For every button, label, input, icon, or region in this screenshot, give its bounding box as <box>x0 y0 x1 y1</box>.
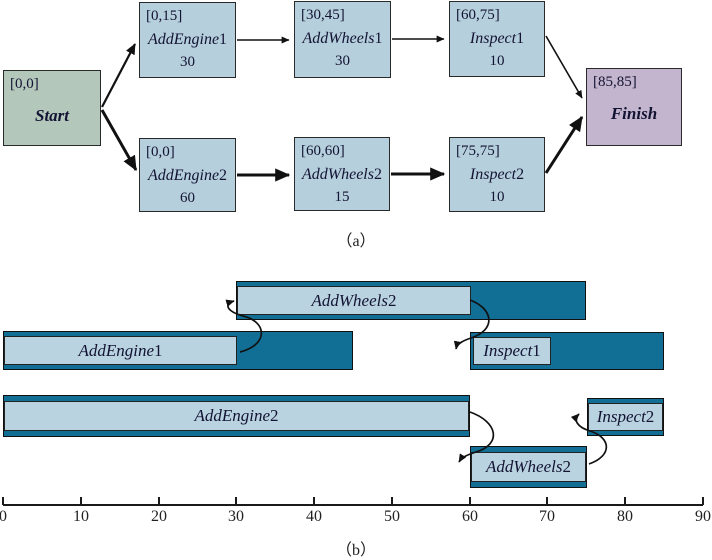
gantt-bar-label: AddEngine1 <box>78 340 163 360</box>
gantt-exec-bar: Inspect1 <box>473 337 551 365</box>
edge-inspect2-finish <box>544 115 584 174</box>
task-name: Finish <box>610 104 658 123</box>
gantt-exec-bar: Inspect2 <box>588 403 663 431</box>
caption-b: （b） <box>335 542 376 559</box>
axis-tick-label: 90 <box>695 508 711 525</box>
axis-tick-label: 50 <box>384 508 400 525</box>
gantt-window-bar-inspect2: Inspect2 <box>587 398 664 436</box>
gantt-exec-bar: AddEngine1 <box>4 336 237 365</box>
axis-tick-label: 20 <box>151 508 167 525</box>
axis-tick-label: 70 <box>539 508 555 525</box>
time-window-label: [60,75] <box>456 7 500 23</box>
time-window-label: [0,0] <box>10 76 39 92</box>
axis-tick <box>624 497 626 505</box>
gantt-bar-label: AddWheels2 <box>311 290 397 310</box>
task-node-start: [0,0] Start <box>3 70 101 146</box>
gantt-bar-label: AddEngine2 <box>194 406 279 425</box>
gantt-window-bar-inspect1: Inspect1 <box>470 332 664 370</box>
axis-tick <box>469 497 471 505</box>
task-duration: 30 <box>335 53 350 69</box>
time-window-label: [75,75] <box>456 143 500 159</box>
time-window-label: [0,15] <box>146 8 183 24</box>
axis-tick-label: 60 <box>462 508 478 525</box>
axis-tick <box>391 497 393 505</box>
task-node-addengine2: [0,0] AddEngine2 60 <box>139 138 236 212</box>
gantt-exec-bar: AddWheels2 <box>471 452 586 482</box>
gantt-bar-label: Inspect2 <box>596 407 655 426</box>
axis-tick-label: 80 <box>617 508 633 525</box>
task-name: AddEngine2 <box>147 167 228 184</box>
caption-a: （a） <box>336 233 376 250</box>
task-name: Inspect2 <box>469 166 525 183</box>
time-window-label: [60,60] <box>301 143 345 159</box>
gantt-bar-label: AddWheels2 <box>486 457 571 476</box>
task-name: AddEngine1 <box>147 31 228 48</box>
task-name: AddWheels1 <box>302 30 383 47</box>
time-window-label: [0,0] <box>146 144 175 160</box>
task-duration: 10 <box>489 53 505 69</box>
task-name: Start <box>34 106 70 125</box>
task-duration: 60 <box>180 190 195 206</box>
gantt-window-bar-addwheels2-bottom: AddWheels2 <box>470 446 587 488</box>
edge-start-addengine2 <box>100 109 138 172</box>
axis-tick-label: 10 <box>73 508 89 525</box>
gantt-exec-bar: AddEngine2 <box>4 401 469 431</box>
gantt-bar-label: Inspect1 <box>483 341 541 360</box>
task-duration: 30 <box>180 54 195 70</box>
axis-tick <box>235 497 237 505</box>
task-name: Inspect1 <box>469 30 525 47</box>
axis-tick <box>313 497 315 505</box>
edge-start-addengine1 <box>101 43 136 108</box>
task-duration: 15 <box>334 189 350 205</box>
task-name: AddWheels2 <box>302 166 382 183</box>
gantt-window-bar-addengine2: AddEngine2 <box>3 395 470 437</box>
time-window-label: [30,45] <box>301 7 345 23</box>
task-node-inspect1: [60,75] Inspect1 10 <box>449 1 545 77</box>
axis-tick <box>80 497 82 505</box>
time-window-label: [85,85] <box>593 74 637 90</box>
task-node-inspect2: [75,75] Inspect2 10 <box>449 137 545 212</box>
task-node-finish: [85,85] Finish <box>586 68 682 146</box>
gantt-window-bar-addengine1: AddEngine1 <box>3 331 353 370</box>
task-duration: 10 <box>489 189 505 205</box>
axis-tick <box>158 497 160 505</box>
axis-tick <box>546 497 548 505</box>
axis-tick-label: 40 <box>306 508 322 525</box>
axis-tick <box>702 497 704 505</box>
edge-inspect1-finish <box>545 35 583 99</box>
task-node-addwheels2: [60,60] AddWheels2 15 <box>294 137 390 211</box>
task-node-addwheels1: [30,45] AddWheels1 30 <box>294 1 391 78</box>
task-node-addengine1: [0,15] AddEngine1 30 <box>139 2 236 78</box>
gantt-window-bar-addwheels2-top: AddWheels2 <box>236 281 586 320</box>
axis-tick <box>2 497 4 505</box>
axis-tick-label: 0 <box>0 508 7 525</box>
time-axis <box>3 504 703 506</box>
gantt-exec-bar: AddWheels2 <box>237 286 471 315</box>
axis-tick-label: 30 <box>228 508 244 525</box>
